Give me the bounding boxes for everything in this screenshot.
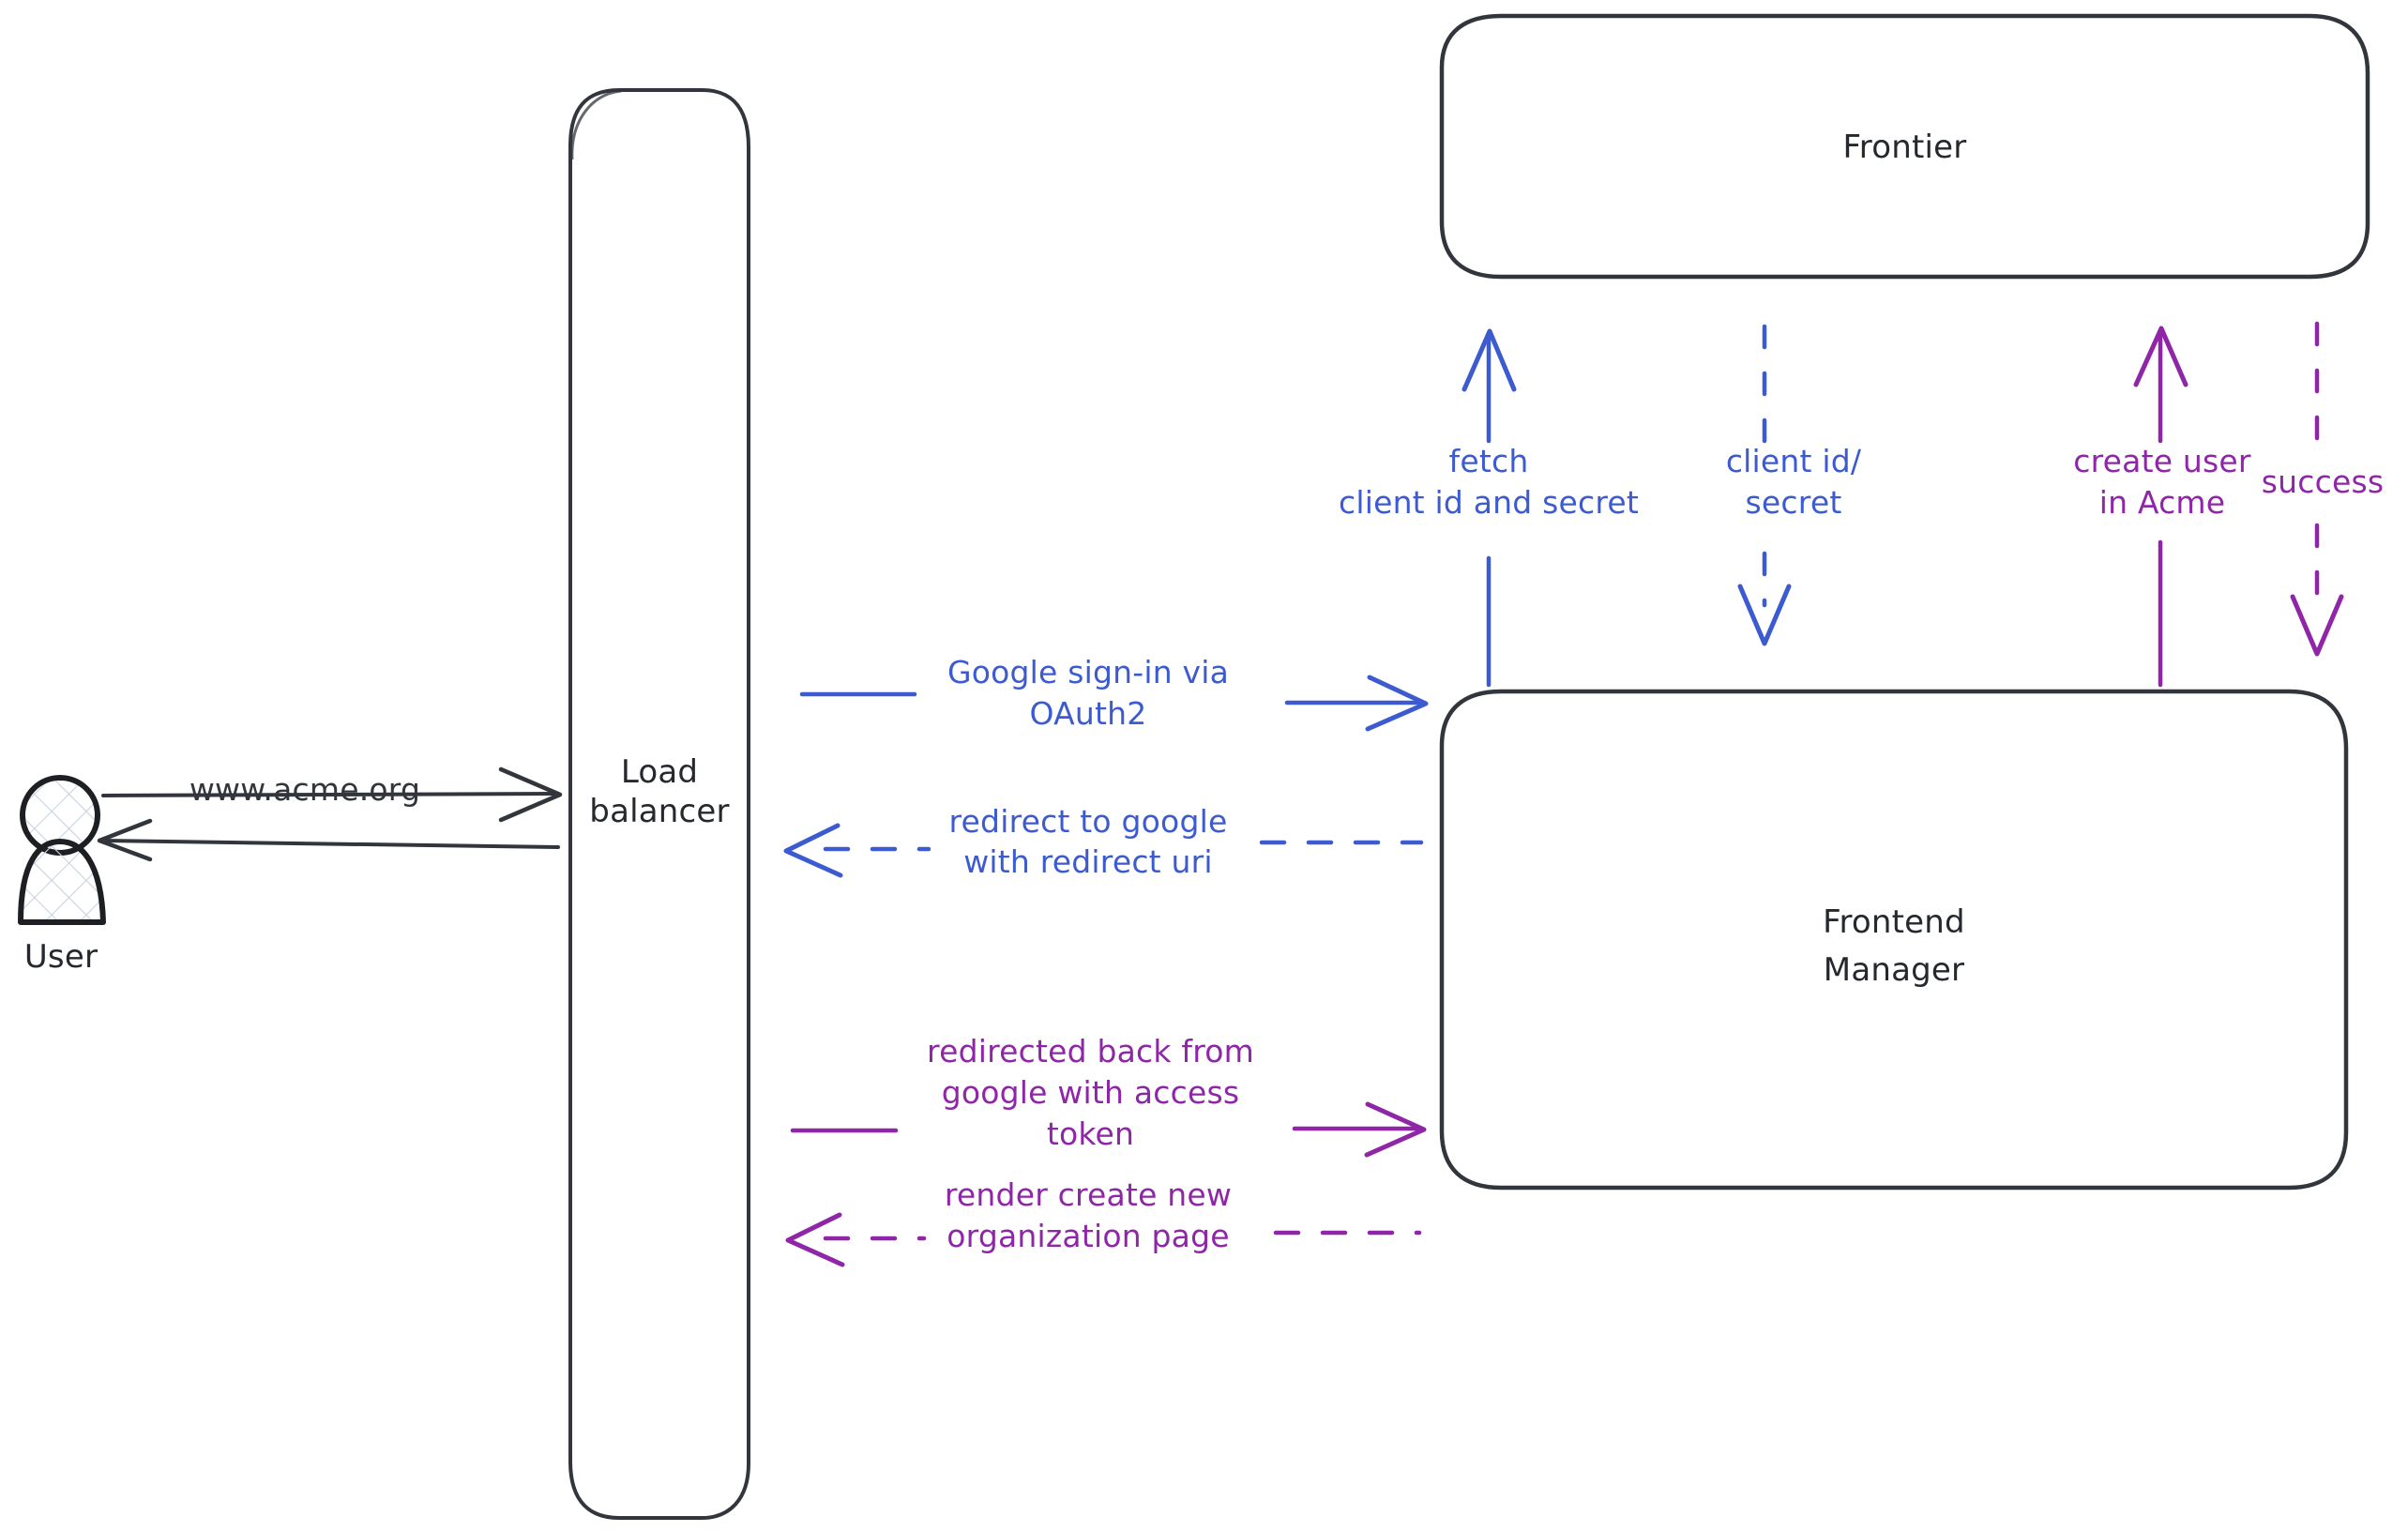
edge-user-to-lb[interactable] (101, 766, 563, 823)
edge-frontier-to-fm-creds-arrowhead (1737, 584, 1792, 646)
edge-fm-to-lb-redirect-arrowhead (783, 823, 843, 878)
edge-frontier-to-fm-creds-label-line2: secret (1745, 484, 1842, 521)
node-load-balancer-label-line1: Load (620, 753, 699, 791)
edge-frontier-to-fm-success-arrowhead (2290, 594, 2344, 657)
edge-lb-to-user-arrowhead (97, 818, 153, 862)
edge-frontier-to-fm-creds-label-line1: client id/ (1725, 443, 1862, 479)
edge-lb-to-fm-signin-arrowhead (1365, 675, 1429, 732)
node-frontend-manager-label-line2: Manager (1823, 951, 1965, 989)
edge-lb-to-fm-signin-label-line1: Google sign-in via (947, 654, 1230, 690)
edge-fm-to-frontier-create-user-label-line1: create user (2073, 443, 2251, 479)
node-frontend-manager-label-line1: Frontend (1823, 903, 1965, 941)
edge-fm-to-lb-redirect[interactable] (783, 823, 1424, 878)
edge-fm-to-frontier-fetch[interactable] (1461, 328, 1517, 688)
edge-fm-to-frontier-fetch-label-line1: fetch (1448, 443, 1529, 479)
frontend-manager-outline (1439, 689, 2349, 1191)
edge-lb-to-user[interactable] (97, 818, 560, 862)
edge-user-to-lb-line (101, 792, 560, 797)
edge-frontier-to-fm-success[interactable] (2290, 321, 2344, 657)
actor-user[interactable] (18, 775, 106, 925)
edge-fm-to-frontier-create-user-arrowhead (2133, 326, 2188, 387)
edge-fm-to-lb-render-label-line1: render create new (944, 1176, 1233, 1213)
edge-lb-to-fm-token-label-line2: google with access (941, 1074, 1240, 1111)
edge-frontier-to-fm-creds[interactable] (1737, 324, 1792, 646)
edge-lb-to-fm-token-label-line1: redirected back from (927, 1033, 1254, 1069)
node-load-balancer[interactable] (568, 88, 750, 1520)
edge-lb-to-fm-signin[interactable] (799, 675, 1429, 732)
user-body-icon (18, 839, 106, 925)
edge-user-to-lb-arrowhead (498, 766, 563, 823)
edge-fm-to-lb-redirect-label-line2: with redirect uri (963, 843, 1213, 880)
edge-fm-to-frontier-fetch-arrowhead (1461, 328, 1517, 392)
edge-user-to-lb-label: www.acme.org (189, 771, 421, 808)
load-balancer-sketch-stroke (570, 89, 622, 160)
node-frontier[interactable] (1439, 13, 2370, 280)
edge-fm-to-lb-render-arrowhead (785, 1212, 845, 1267)
edge-lb-to-fm-token-arrowhead (1364, 1101, 1427, 1158)
edge-fm-to-frontier-create-user[interactable] (2133, 326, 2188, 688)
node-frontier-label: Frontier (1842, 129, 1967, 166)
edge-fm-to-lb-redirect-label-line1: redirect to google (948, 803, 1228, 840)
edge-lb-to-fm-signin-label-line2: OAuth2 (1029, 695, 1147, 732)
edge-fm-to-frontier-fetch-label-line2: client id and secret (1338, 484, 1640, 521)
edge-fm-to-lb-render-label-line2: organization page (947, 1218, 1230, 1254)
frontier-outline (1439, 13, 2370, 280)
load-balancer-outline (568, 88, 750, 1520)
edge-lb-to-user-line (99, 839, 560, 849)
edge-lb-to-fm-token-label-line3: token (1046, 1115, 1135, 1152)
edge-lb-to-fm-token[interactable] (790, 1101, 1427, 1158)
edge-frontier-to-fm-success-label: success (2261, 463, 2385, 500)
edge-fm-to-frontier-create-user-label-line2: in Acme (2098, 484, 2226, 521)
edge-fm-to-lb-render[interactable] (785, 1212, 1422, 1267)
node-frontend-manager[interactable] (1439, 689, 2349, 1191)
actor-user-label: User (23, 938, 98, 976)
node-load-balancer-label-line2: balancer (589, 793, 730, 830)
